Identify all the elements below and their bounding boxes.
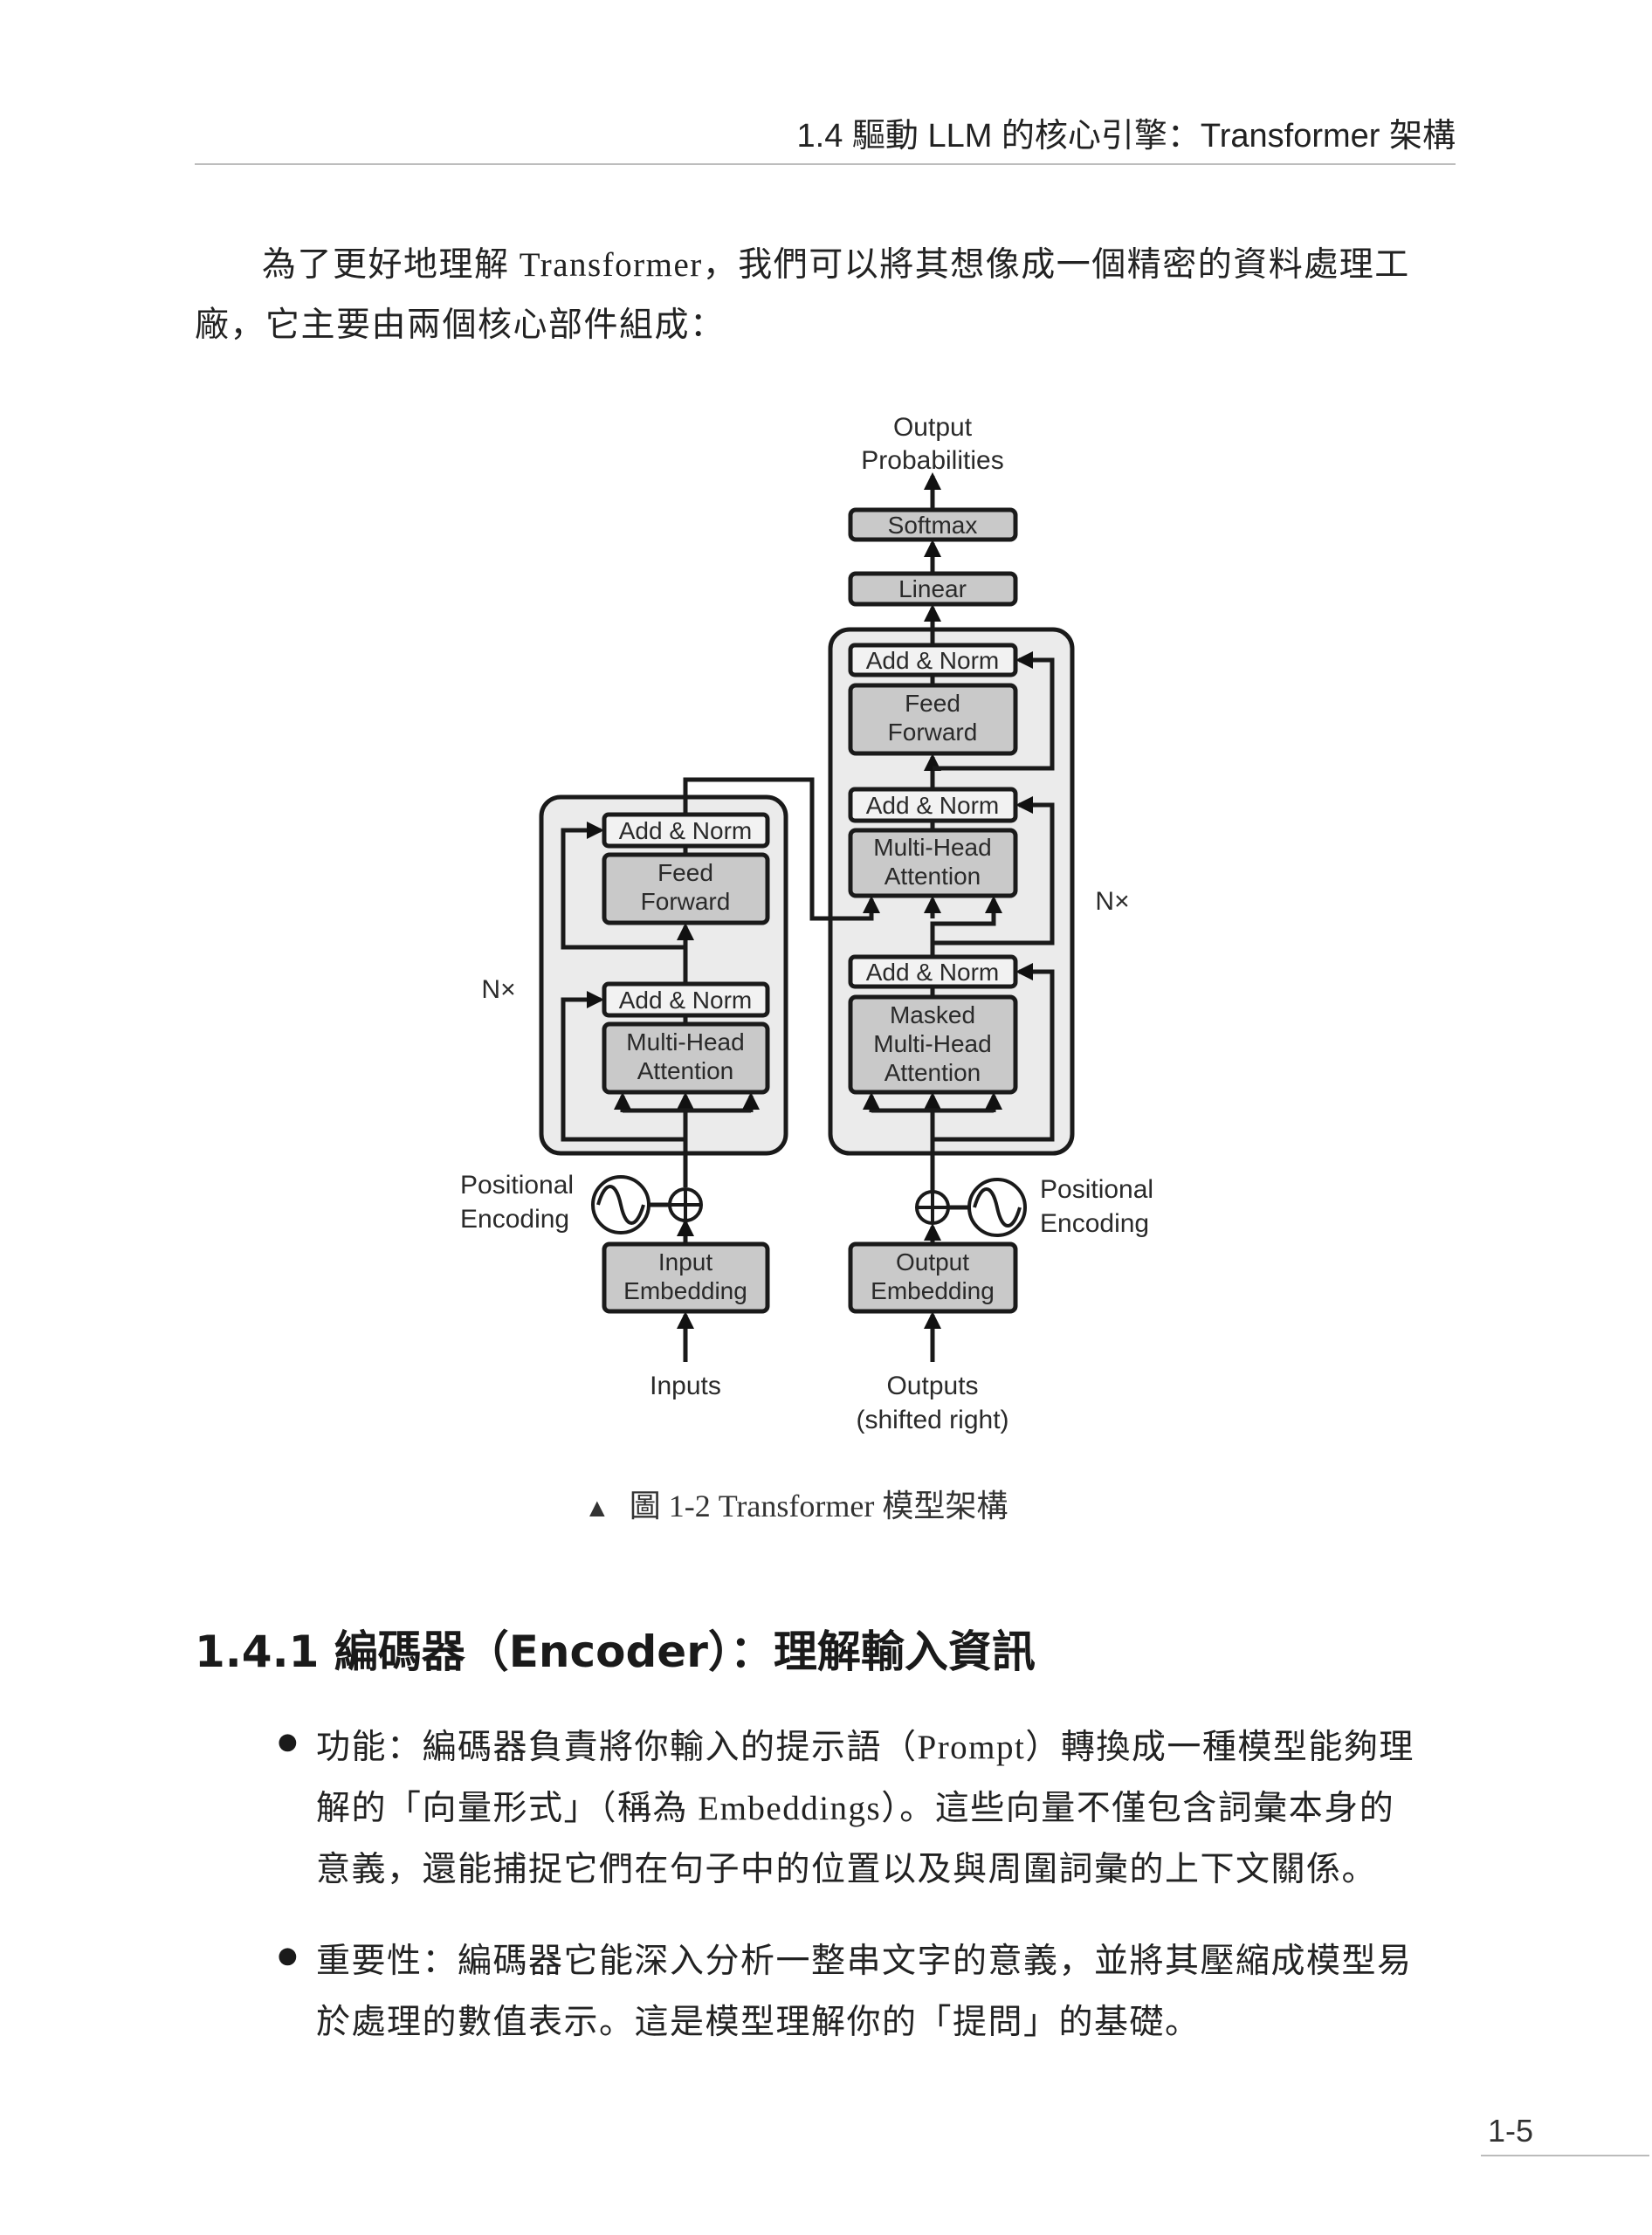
intro-line-1: 為了更好地理解 Transformer，我們可以將其想像成一個精密的資料處理工: [262, 246, 1410, 284]
encoder-feed-forward-box: [602, 852, 770, 925]
decoder-add-norm-2-label: Add & Norm: [866, 792, 1000, 819]
decoder-ff-label-1: Feed: [905, 690, 960, 717]
output-embedding-label-1: Output: [896, 1248, 969, 1276]
output-probabilities-label-2: Probabilities: [861, 446, 1003, 475]
outputs-label-2: (shifted right): [856, 1406, 1008, 1434]
softmax-label: Softmax: [888, 512, 978, 539]
decoder-positional-encoding-label-1: Positional: [1040, 1175, 1153, 1204]
linear-box: [848, 571, 1018, 607]
masked-multi-head-attention-box: [848, 994, 1018, 1095]
encoder-ff-label-2: Forward: [641, 888, 731, 915]
decoder-mha-label-1: Multi-Head: [873, 834, 991, 861]
outputs-label: Outputs: [886, 1372, 978, 1400]
footer-divider: [1481, 2155, 1649, 2156]
decoder-mha-label-2: Attention: [885, 863, 981, 890]
decoder-positional-encoding-icon: [967, 1178, 1027, 1237]
masked-mha-label-1: Masked: [890, 1001, 975, 1028]
bullet-1-line-2: 解的「向量形式」（稱為 Embeddings）。這些向量不僅包含詞彙本身的: [316, 1790, 1395, 1827]
encoder-mha-label-1: Multi-Head: [626, 1028, 744, 1056]
masked-mha-label-3: Attention: [885, 1059, 981, 1086]
header-divider: [195, 163, 1456, 165]
figure-caption: ▲ 圖 1-2 Transformer 模型架構: [584, 1481, 1008, 1526]
page-number: 1-5: [1488, 2113, 1534, 2149]
bullet-1-line-1: 功能：編碼器負責將你輸入的提示語（Prompt）轉換成一種模型能夠理: [316, 1729, 1415, 1766]
encoder-positional-encoding-label-1: Positional: [460, 1171, 574, 1200]
output-embedding-box: [848, 1241, 1018, 1314]
encoder-multi-head-attention-box: [602, 1021, 770, 1095]
bullet-icon: ●: [278, 1943, 298, 1969]
decoder-positional-encoding-label-2: Encoding: [1040, 1209, 1149, 1238]
intro-line-2: 廠，它主要由兩個核心部件組成：: [195, 306, 726, 344]
decoder-add-norm-1: [848, 954, 1018, 989]
input-embedding-label-1: Input: [658, 1248, 712, 1276]
softmax-box: [848, 507, 1018, 542]
encoder-add-norm-2-label: Add & Norm: [619, 817, 753, 844]
output-probabilities-label: Output: [893, 413, 973, 442]
encoder-positional-encoding-label-2: Encoding: [460, 1205, 569, 1234]
transformer-diagram: Output Probabilities Softmax Linear Add …: [460, 413, 1153, 1434]
bullet-icon: ●: [278, 1729, 298, 1755]
running-header: 1.4 驅動 LLM 的核心引擎：Transformer 架構: [796, 118, 1456, 155]
decoder-nx-label: N×: [1095, 887, 1129, 916]
decoder-add-norm-3: [848, 643, 1018, 677]
decoder-add-norm-2: [848, 787, 1018, 823]
encoder-ff-label-1: Feed: [657, 859, 713, 886]
decoder-add-icon: [915, 1190, 950, 1225]
decoder-add-norm-3-label: Add & Norm: [866, 647, 1000, 674]
encoder-add-norm-2: [602, 812, 770, 849]
caption-text: 圖 1-2 Transformer 模型架構: [629, 1489, 1008, 1523]
bullet-2-line-1: 重要性：編碼器它能深入分析一整串文字的意義，並將其壓縮成模型易: [316, 1943, 1413, 1980]
bullet-2-line-2: 於處理的數值表示。這是模型理解你的「提問」的基礎。: [316, 2004, 1201, 2041]
masked-mha-label-2: Multi-Head: [873, 1030, 991, 1057]
decoder-add-norm-1-label: Add & Norm: [866, 959, 1000, 986]
linear-label: Linear: [898, 575, 967, 602]
decoder-multi-head-attention-box: [848, 828, 1018, 898]
encoder-positional-encoding-icon: [591, 1175, 650, 1234]
inputs-label: Inputs: [650, 1372, 721, 1400]
input-embedding-label-2: Embedding: [623, 1277, 747, 1304]
triangle-icon: ▲: [584, 1494, 610, 1523]
encoder-add-norm-1: [602, 981, 770, 1018]
encoder-add-icon: [668, 1187, 703, 1222]
decoder-feed-forward-box: [848, 683, 1018, 756]
encoder-add-norm-1-label: Add & Norm: [619, 987, 753, 1014]
decoder-ff-label-2: Forward: [888, 719, 978, 746]
encoder-mha-label-2: Attention: [637, 1057, 734, 1084]
encoder-nx-label: N×: [481, 975, 515, 1004]
bullet-1-line-3: 意義，還能捕捉它們在句子中的位置以及與周圍詞彙的上下文關係。: [316, 1851, 1378, 1888]
section-heading: 1.4.1 編碼器（Encoder）：理解輸入資訊: [195, 1626, 1036, 1677]
output-embedding-label-2: Embedding: [871, 1277, 995, 1304]
input-embedding-box: [602, 1241, 770, 1314]
